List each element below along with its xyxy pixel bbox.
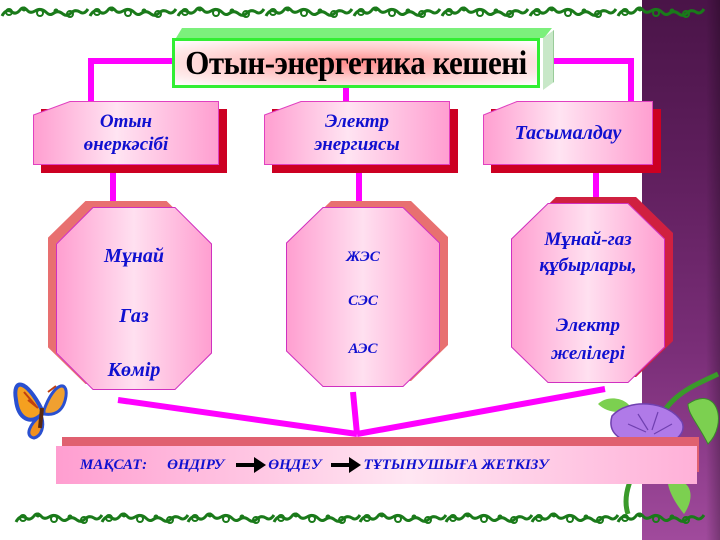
category-label-line2: энергиясы	[314, 134, 400, 155]
subgroup-item: құбырлары,	[539, 255, 637, 276]
arrow-right-icon	[331, 457, 362, 473]
title-box: Отын-энергетика кешені	[168, 28, 554, 94]
butterfly-icon	[13, 382, 68, 440]
connector-title-right-v	[628, 58, 634, 102]
connector-title-left-v	[88, 58, 94, 102]
connector-title-left-h	[88, 58, 172, 64]
subgroup-item: Газ	[119, 305, 149, 327]
goal-bar: МАҚСАТ: ӨНДІРУ ӨҢДЕУ ТҰТЫНУШЫҒА ЖЕТКІЗУ	[56, 446, 697, 484]
category-transportation: Тасымалдау	[483, 101, 661, 173]
subgroup-electric: ЖЭС СЭС АЭС	[286, 201, 448, 387]
connector-cat2	[356, 170, 362, 206]
subgroup-item: АЭС	[348, 341, 378, 357]
arrow-right-icon	[236, 457, 267, 473]
category-label-line1: Электр	[324, 111, 390, 132]
connector-title-center	[343, 76, 349, 104]
subgroup-item: Көмір	[107, 359, 161, 381]
subgroup-item: ЖЭС	[346, 249, 380, 265]
subgroup-item: Электр	[555, 315, 621, 336]
goal-step-deliver: ТҰТЫНУШЫҒА ЖЕТКІЗУ	[363, 456, 549, 473]
category-label-line2: өнеркәсібі	[83, 134, 169, 155]
subgroup-fuel: Мұнай Газ Көмір	[48, 201, 212, 390]
subgroup-item: СЭС	[348, 293, 378, 309]
category-label: Тасымалдау	[514, 121, 622, 144]
subgroup-item: Мұнай-газ	[544, 229, 632, 250]
category-label-line1: Отын	[99, 111, 153, 132]
connector-title-right-h	[548, 58, 634, 64]
subgroup-transport: Мұнай-газ құбырлары, Электр желілері	[511, 197, 673, 383]
page-title: Отын-энергетика кешені	[185, 43, 527, 82]
connector-cat3	[593, 170, 599, 200]
goal-step-produce: ӨНДІРУ	[167, 456, 225, 473]
subgroup-item: Мұнай	[103, 245, 164, 267]
goal-step-process: ӨҢДЕУ	[268, 456, 322, 473]
connector-cat1	[110, 170, 116, 206]
subgroup-item: желілері	[551, 343, 625, 364]
goal-label: МАҚСАТ:	[80, 456, 148, 473]
